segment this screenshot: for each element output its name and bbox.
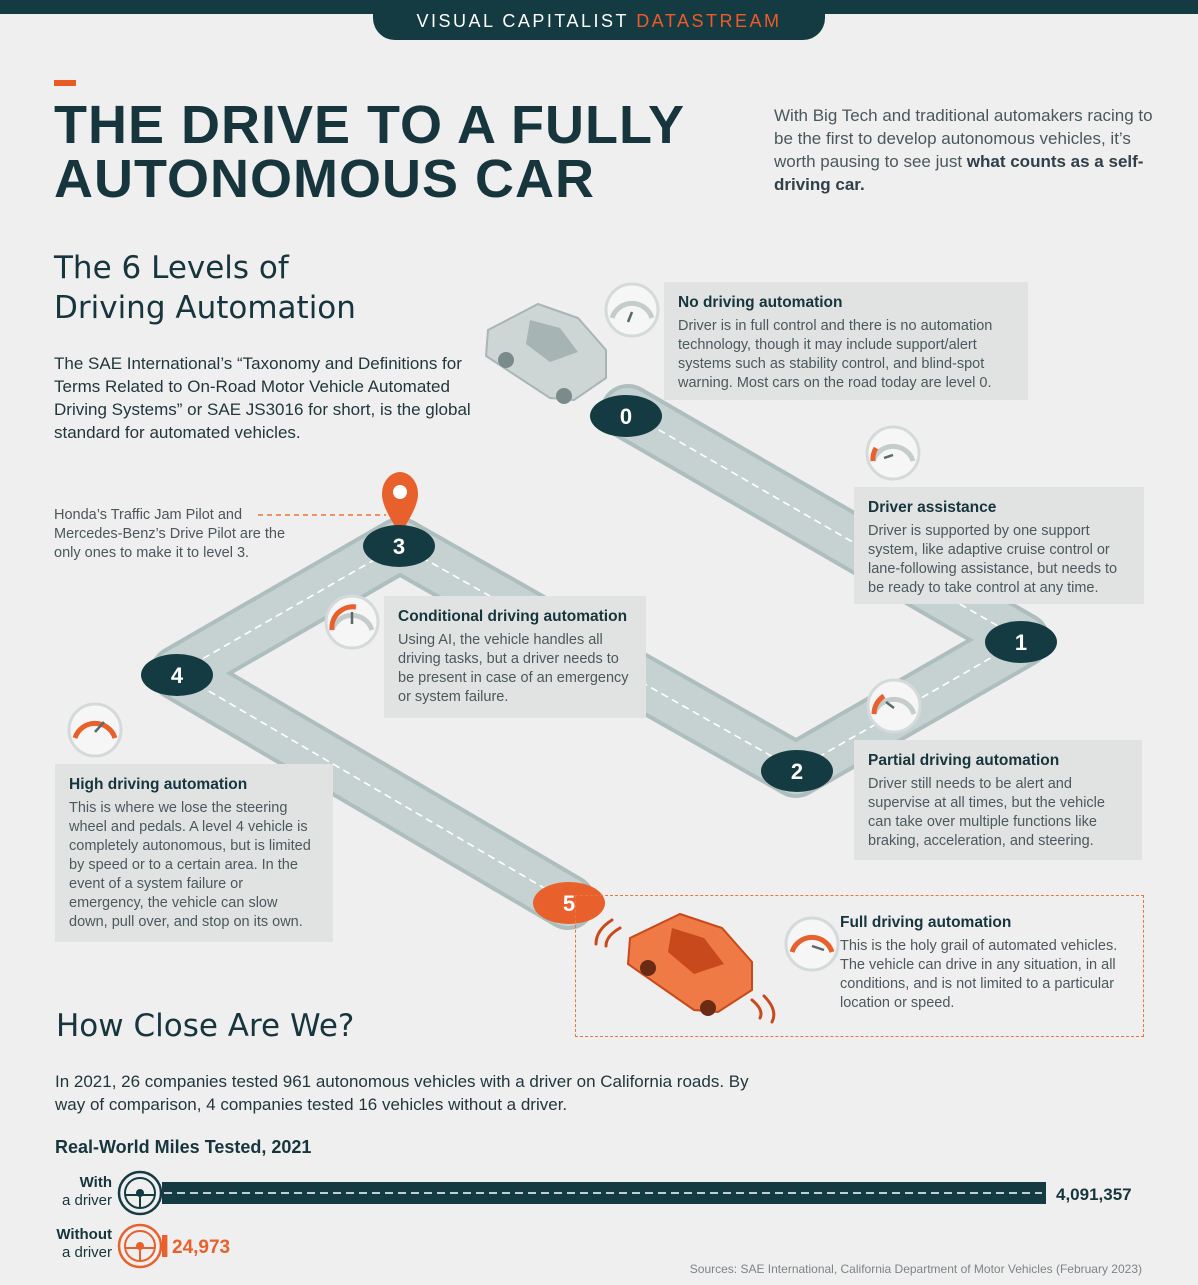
level-card-4-text: This is where we lose the steering wheel… <box>69 800 311 930</box>
level-card-0-text: Driver is in full control and there is n… <box>678 318 993 391</box>
level-card-0: No driving automation Driver is in full … <box>664 282 1028 400</box>
bar-label-with-driver-line-1: With <box>79 1174 112 1191</box>
level-card-2-text: Driver still needs to be alert and super… <box>868 776 1105 849</box>
level-marker-0: 0 <box>590 395 662 437</box>
level-marker-5-label: 5 <box>563 891 575 916</box>
bar-chart: 4,091,357 24,973 <box>117 1170 1132 1269</box>
bar-with-driver <box>162 1182 1046 1204</box>
title-accent-dash <box>54 80 76 86</box>
level-marker-3-label: 3 <box>393 534 405 559</box>
level-marker-0-label: 0 <box>620 404 632 429</box>
intro-text-bold: what counts as a self-driving car. <box>774 152 1144 194</box>
levels-heading: The 6 Levels of Driving Automation <box>54 248 474 328</box>
level-card-5-text: This is the holy grail of automated vehi… <box>840 938 1118 1011</box>
steering-wheel-icon <box>117 1170 163 1216</box>
level-marker-5: 5 <box>533 882 605 924</box>
bar-value-without-driver: 24,973 <box>172 1237 230 1258</box>
speedometer-icon <box>324 594 380 650</box>
speedometer-icon <box>604 282 660 338</box>
page-title: THE DRIVE TO A FULLY AUTONOMOUS CAR <box>54 98 734 206</box>
level-marker-4: 4 <box>141 654 213 696</box>
brand-accent: DATASTREAM <box>636 11 782 31</box>
bar-label-without-driver-line-1: Without <box>56 1226 112 1243</box>
level-card-1-text: Driver is supported by one support syste… <box>868 523 1118 596</box>
levels-heading-line-1: The 6 Levels of <box>54 250 289 286</box>
speedometer-icon <box>67 702 123 758</box>
levels-heading-line-2: Driving Automation <box>54 290 356 326</box>
location-pin-icon <box>382 472 418 534</box>
level-card-3-title: Conditional driving automation <box>398 608 628 625</box>
bar-label-with-driver: With a driver <box>40 1174 112 1210</box>
road-centerline <box>177 411 1023 903</box>
level-card-5: Full driving automation This is the holy… <box>575 895 1144 1037</box>
car-illustration-level-5 <box>626 912 753 1016</box>
close-text: In 2021, 26 companies tested 961 autonom… <box>55 1072 749 1114</box>
bar-without-driver <box>162 1235 168 1257</box>
close-heading: How Close Are We? <box>56 1008 355 1044</box>
title-line-1: THE DRIVE TO A FULLY <box>54 95 686 155</box>
level-marker-2: 2 <box>761 750 833 792</box>
level-card-2-title: Partial driving automation <box>868 752 1060 769</box>
bar-label-without-driver: Without a driver <box>40 1226 112 1262</box>
bar-label-without-driver-line-2: a driver <box>61 1244 112 1261</box>
title-line-2: AUTONOMOUS CAR <box>54 149 596 209</box>
car-illustration-level-0 <box>484 302 607 404</box>
level-card-3-text: Using AI, the vehicle handles all drivin… <box>398 632 629 705</box>
source-note: Sources: SAE International, California D… <box>689 1262 1142 1276</box>
speedometer-icon <box>865 425 921 481</box>
level-card-3: Conditional driving automation Using AI,… <box>384 596 646 718</box>
chart-title: Real-World Miles Tested, 2021 <box>55 1137 312 1157</box>
level-card-2: Partial driving automation Driver still … <box>854 740 1142 860</box>
bar-value-with-driver: 4,091,357 <box>1056 1185 1132 1204</box>
level-marker-3: 3 <box>363 525 435 567</box>
bar-label-with-driver-line-2: a driver <box>61 1192 112 1209</box>
sensor-waves-icon <box>594 918 776 1024</box>
intro-text: With Big Tech and traditional automakers… <box>774 104 1154 196</box>
brand-tab: VISUAL CAPITALIST DATASTREAM <box>373 0 825 40</box>
level-marker-1: 1 <box>985 621 1057 663</box>
level-card-4-title: High driving automation <box>69 776 248 793</box>
level-marker-1-label: 1 <box>1015 630 1027 655</box>
level-marker-2-label: 2 <box>791 759 803 784</box>
intro-text-plain: With Big Tech and traditional automakers… <box>774 106 1153 171</box>
level-card-4: High driving automation This is where we… <box>55 764 333 942</box>
brand-main: VISUAL CAPITALIST <box>416 11 637 31</box>
level-card-0-title: No driving automation <box>678 294 843 311</box>
levels-intro: The SAE International’s “Taxonomy and De… <box>54 354 471 442</box>
steering-wheel-icon <box>117 1223 163 1269</box>
level-card-5-title: Full driving automation <box>840 914 1012 931</box>
level-card-1: Driver assistance Driver is supported by… <box>854 487 1144 604</box>
speedometer-icon <box>866 678 922 734</box>
level-marker-4-label: 4 <box>171 663 184 688</box>
level-card-1-title: Driver assistance <box>868 499 997 516</box>
level-3-note: Honda’s Traffic Jam Pilot and Mercedes-B… <box>54 507 286 561</box>
speedometer-icon <box>784 916 840 972</box>
